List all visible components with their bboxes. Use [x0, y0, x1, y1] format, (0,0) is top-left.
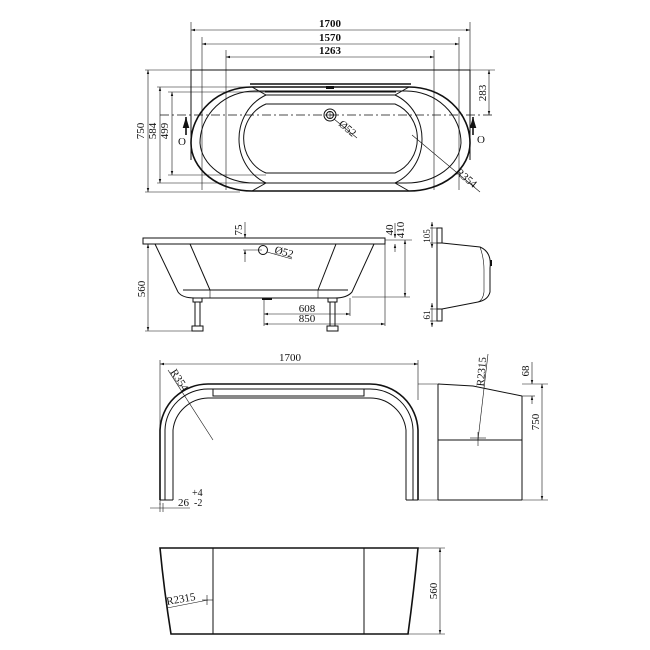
overflow-icon	[258, 245, 268, 255]
dim-105: 105	[422, 229, 432, 243]
dim-r354: R354	[453, 166, 479, 191]
dim-750-profile: 750	[530, 413, 542, 430]
dim-584: 584	[147, 122, 159, 139]
dim-1570: 1570	[319, 32, 342, 44]
dim-410: 410	[395, 221, 407, 238]
dim-850: 850	[299, 313, 316, 325]
dim-r354-plan: R354	[167, 367, 190, 394]
waste-icon	[323, 108, 337, 122]
dim-1700: 1700	[319, 18, 342, 30]
tolerance-plus: +4	[192, 488, 203, 499]
dim-1700-plan: 1700	[279, 352, 302, 364]
end-profile: R2315 68 750	[437, 353, 548, 501]
plan-section: 1700 R354 26 +4 -2	[150, 352, 440, 512]
dim-608: 608	[299, 303, 316, 315]
dim-r2315-profile: R2315	[475, 356, 490, 387]
dim-overflow-diameter: Ø52	[273, 244, 294, 260]
tolerance-minus: -2	[194, 498, 202, 509]
dim-68: 68	[520, 365, 532, 377]
overflow-tab	[326, 86, 334, 89]
leg-left	[191, 297, 204, 332]
side-elevation: 560 75 Ø52 40 410 608 850	[136, 221, 412, 332]
dim-26: 26	[178, 497, 190, 509]
dim-1263: 1263	[319, 45, 342, 57]
dim-499: 499	[159, 122, 171, 139]
end-elevation: 105 61	[422, 222, 492, 327]
top-view: 1700 1570 1263 Ø52	[135, 18, 495, 193]
dim-75: 75	[233, 224, 245, 236]
dim-r2315-front: R2315	[165, 591, 196, 608]
dim-750: 750	[135, 122, 147, 139]
dim-560-front: 560	[428, 582, 440, 599]
centre-mark-right: O	[477, 134, 485, 146]
dim-560-side: 560	[136, 280, 148, 297]
dim-61: 61	[422, 311, 432, 320]
dim-40: 40	[384, 224, 396, 236]
front-elevation: R2315 560	[159, 547, 445, 635]
leg-right	[326, 297, 339, 332]
centre-mark-left: O	[178, 136, 186, 148]
dim-283: 283	[477, 84, 489, 101]
